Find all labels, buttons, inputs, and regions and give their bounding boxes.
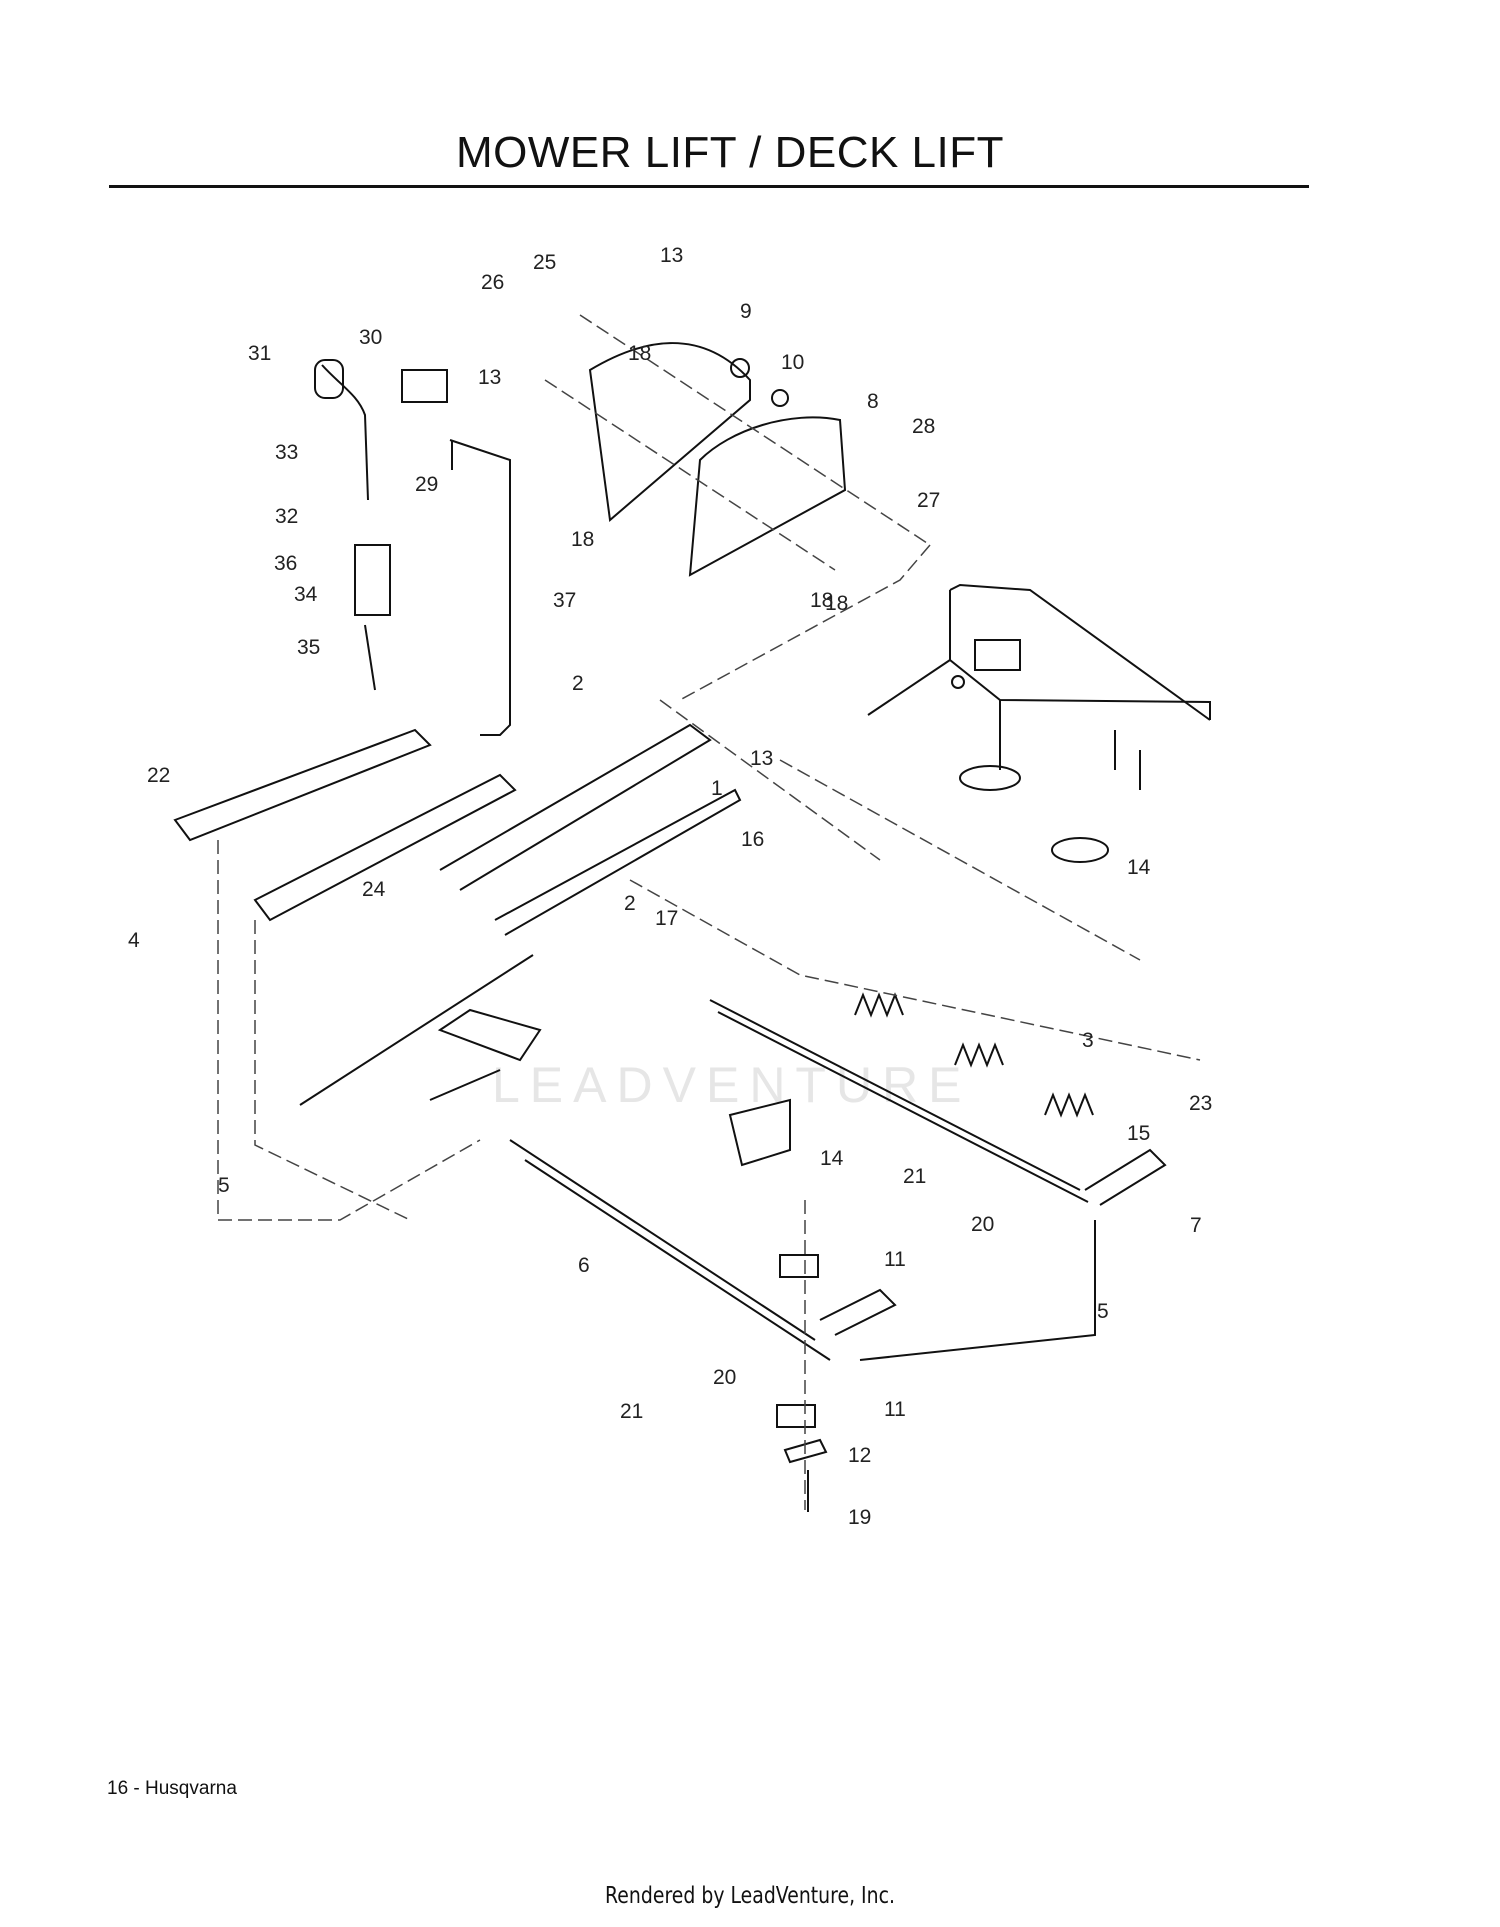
page-title: MOWER LIFT / DECK LIFT [455, 128, 1004, 177]
callout-labels: 1 2 2 3 4 5 5 6 7 8 9 10 11 11 12 13 13 … [128, 244, 1212, 1529]
callout-label: 12 [848, 1444, 871, 1467]
page-footer: 16 - Husqvarna [107, 1778, 237, 1799]
callout-label: 13 [750, 747, 773, 770]
watermark-text: LEADVENTURE [492, 1057, 972, 1113]
callout-label: 1 [711, 777, 723, 800]
render-credit: Rendered by LeadVenture, Inc. [605, 1883, 895, 1909]
callout-label: 21 [620, 1400, 643, 1423]
callout-label: 18 [810, 589, 833, 612]
callout-label: 33 [275, 441, 298, 464]
callout-label: 29 [415, 473, 438, 496]
callout-label: 24 [362, 878, 386, 901]
callout-label: 35 [297, 636, 320, 659]
callout-label: 37 [553, 589, 576, 612]
callout-label: 6 [578, 1254, 590, 1277]
callout-label: 14 [820, 1147, 844, 1170]
callout-label: 13 [478, 366, 501, 389]
callout-label: 17 [655, 907, 678, 930]
callout-label: 11 [884, 1398, 906, 1421]
callout-label: 21 [903, 1165, 926, 1188]
callout-label: 9 [740, 300, 752, 323]
callout-label: 18 [628, 342, 651, 365]
callout-label: 22 [147, 764, 170, 787]
title-rule [109, 185, 1309, 188]
callout-label: 20 [971, 1213, 994, 1236]
callout-label: 8 [867, 390, 879, 413]
callout-label: 31 [248, 342, 271, 365]
callout-label: 23 [1189, 1092, 1212, 1115]
callout-label: 10 [781, 351, 804, 374]
callout-label: 5 [1097, 1300, 1109, 1323]
callout-label: 27 [917, 489, 940, 512]
callout-label: 18 [571, 528, 594, 551]
callout-label: 32 [275, 505, 298, 528]
shaft-clamps [728, 1098, 828, 1512]
lift-links [173, 723, 742, 936]
callout-label: 3 [1082, 1029, 1094, 1052]
callout-label: 30 [359, 326, 382, 349]
callout-label: 2 [572, 672, 584, 695]
lift-handle-assembly [314, 359, 511, 736]
callout-label: 11 [884, 1248, 906, 1271]
lift-rods [299, 954, 1096, 1361]
callout-label: 4 [128, 929, 140, 952]
callout-label: 19 [848, 1506, 871, 1529]
callout-label: 18 [825, 592, 848, 615]
tractor-frame [867, 583, 1211, 863]
callout-label: 25 [533, 251, 556, 274]
callout-label: 7 [1190, 1214, 1202, 1237]
callout-label: 34 [294, 583, 318, 606]
callout-label: 2 [624, 892, 636, 915]
callout-label: 15 [1127, 1122, 1150, 1145]
callout-label: 13 [660, 244, 683, 267]
lift-brackets [588, 342, 847, 577]
callout-label: 20 [713, 1366, 736, 1389]
callout-label: 36 [274, 552, 297, 575]
callout-label: 28 [912, 415, 935, 438]
lift-shafts [429, 999, 1167, 1361]
callout-label: 26 [481, 271, 504, 294]
callout-label: 5 [218, 1174, 230, 1197]
callout-label: 14 [1127, 856, 1151, 879]
callout-label: 16 [741, 828, 764, 851]
assembly-guide-lines [217, 314, 1201, 1510]
